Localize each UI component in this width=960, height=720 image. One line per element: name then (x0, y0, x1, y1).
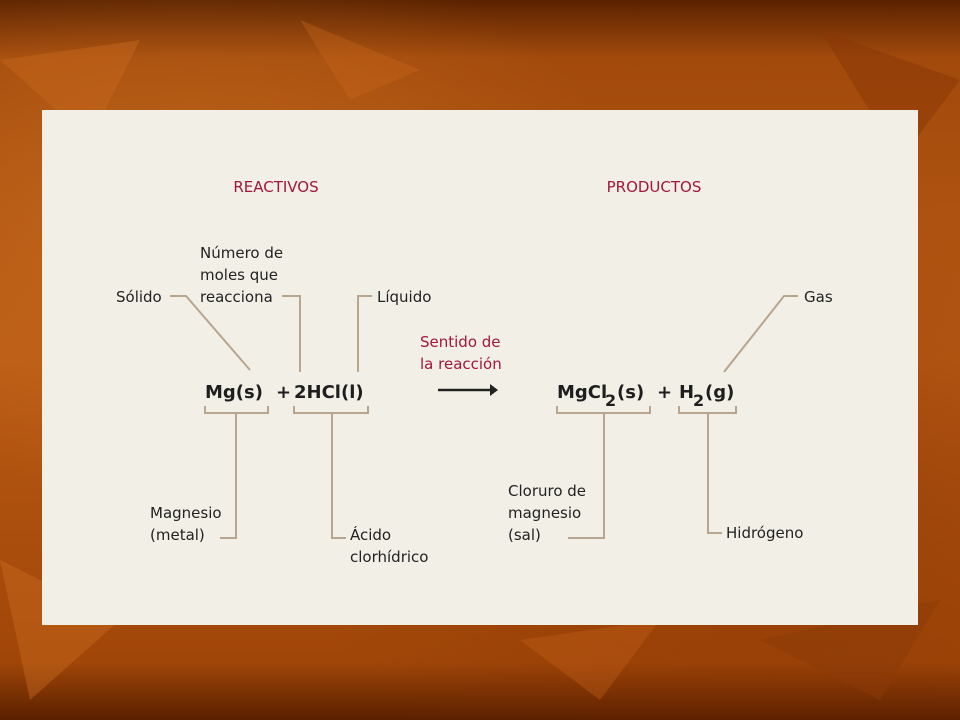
equation-hcl: 2HCl(l) (294, 382, 364, 403)
moles-label-line3: reacciona (200, 288, 273, 306)
reaction-arrow-head (490, 384, 498, 396)
reaction-diagram: REACTIVOS PRODUCTOS Sólido Número de mol… (116, 178, 833, 566)
chloride-label-line1: Cloruro de (508, 482, 586, 500)
mgcl2-bracket (556, 406, 651, 414)
h2-bracket (678, 406, 737, 414)
equation-plus-2: + (657, 382, 672, 403)
gas-leader (723, 295, 798, 373)
magnesium-leader (220, 413, 237, 539)
acid-label-line2: clorhídrico (350, 548, 428, 566)
hydrogen-label: Hidrógeno (726, 524, 803, 542)
solid-label: Sólido (116, 288, 162, 306)
direction-label-line1: Sentido de (420, 333, 501, 351)
solid-leader (170, 295, 251, 371)
chloride-leader (568, 413, 605, 539)
magnesium-label-line1: Magnesio (150, 504, 222, 522)
chloride-label-line3: (sal) (508, 526, 541, 544)
reactants-header: REACTIVOS (233, 178, 318, 196)
hcl-bracket (293, 406, 369, 414)
equation-h2-main: H (679, 382, 694, 403)
diagram-panel: REACTIVOS PRODUCTOS Sólido Número de mol… (42, 110, 918, 625)
equation-h2-state: (g) (705, 382, 734, 403)
acid-label-line1: Ácido (350, 525, 391, 544)
acid-leader (331, 413, 346, 539)
moles-leader (282, 295, 301, 372)
moles-label-line1: Número de (200, 244, 283, 262)
equation-plus-1: + (276, 382, 291, 403)
products-header: PRODUCTOS (607, 178, 702, 196)
mg-bracket (204, 406, 269, 414)
gas-label: Gas (804, 288, 833, 306)
equation-mgcl2-state: (s) (617, 382, 644, 403)
bottom-brackets (204, 406, 737, 414)
top-leader-lines (170, 295, 798, 373)
liquid-label: Líquido (377, 288, 431, 306)
direction-label-line2: la reacción (420, 355, 502, 373)
bottom-leader-lines (220, 413, 722, 539)
equation-mgcl2-subscript: 2 (605, 391, 616, 410)
equation-mgcl2-main: MgCl (557, 382, 607, 403)
hydrogen-leader (707, 413, 722, 534)
magnesium-label-line2: (metal) (150, 526, 205, 544)
liquid-leader (357, 295, 372, 372)
chloride-label-line2: magnesio (508, 504, 581, 522)
equation-h2-subscript: 2 (693, 391, 704, 410)
moles-label-line2: moles que (200, 266, 278, 284)
equation-mg: Mg(s) (205, 382, 263, 403)
